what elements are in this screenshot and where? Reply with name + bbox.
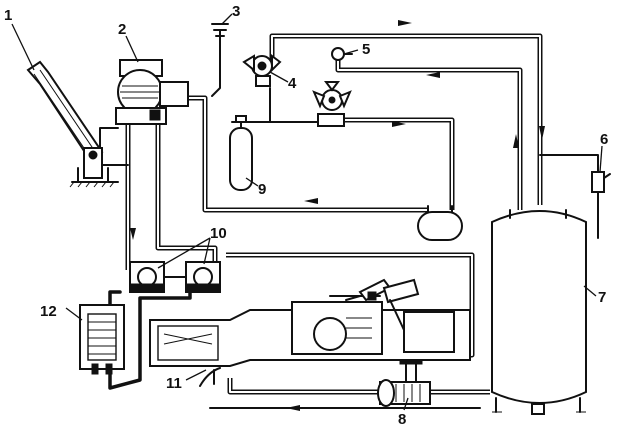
hose-11 [199, 367, 221, 387]
label-10: 10 [210, 225, 227, 242]
brake-pedal-assembly [26, 60, 119, 188]
label-8: 8 [398, 411, 406, 428]
label-2: 2 [118, 21, 126, 38]
engine-block [149, 278, 471, 367]
label-11: 11 [166, 375, 182, 392]
label-4: 4 [288, 75, 297, 92]
label-6: 6 [600, 131, 608, 148]
brake-valves-10 [129, 261, 221, 293]
label-5: 5 [362, 41, 370, 58]
drain-valve-8 [377, 355, 431, 407]
pipelines [95, 29, 599, 409]
distribution-valve-4 [242, 54, 282, 87]
valve-5 [331, 47, 353, 61]
callout-labels: 1 2 3 4 5 6 7 8 9 10 11 12 [4, 3, 608, 428]
label-12: 12 [40, 303, 57, 320]
flow-arrows [130, 20, 545, 411]
leader-lines [11, 13, 603, 411]
label-9: 9 [258, 181, 266, 198]
compressor [115, 59, 189, 125]
brake-chamber-12 [79, 304, 125, 375]
label-3: 3 [232, 3, 240, 20]
gauge-6 [591, 171, 611, 193]
brake-cylinder [417, 205, 463, 241]
pressure-sensor-3 [211, 23, 229, 37]
air-reservoir-7 [491, 209, 587, 415]
label-7: 7 [598, 289, 606, 306]
triple-valve [312, 81, 352, 127]
label-1: 1 [4, 7, 12, 24]
small-reservoir-9 [229, 115, 253, 191]
